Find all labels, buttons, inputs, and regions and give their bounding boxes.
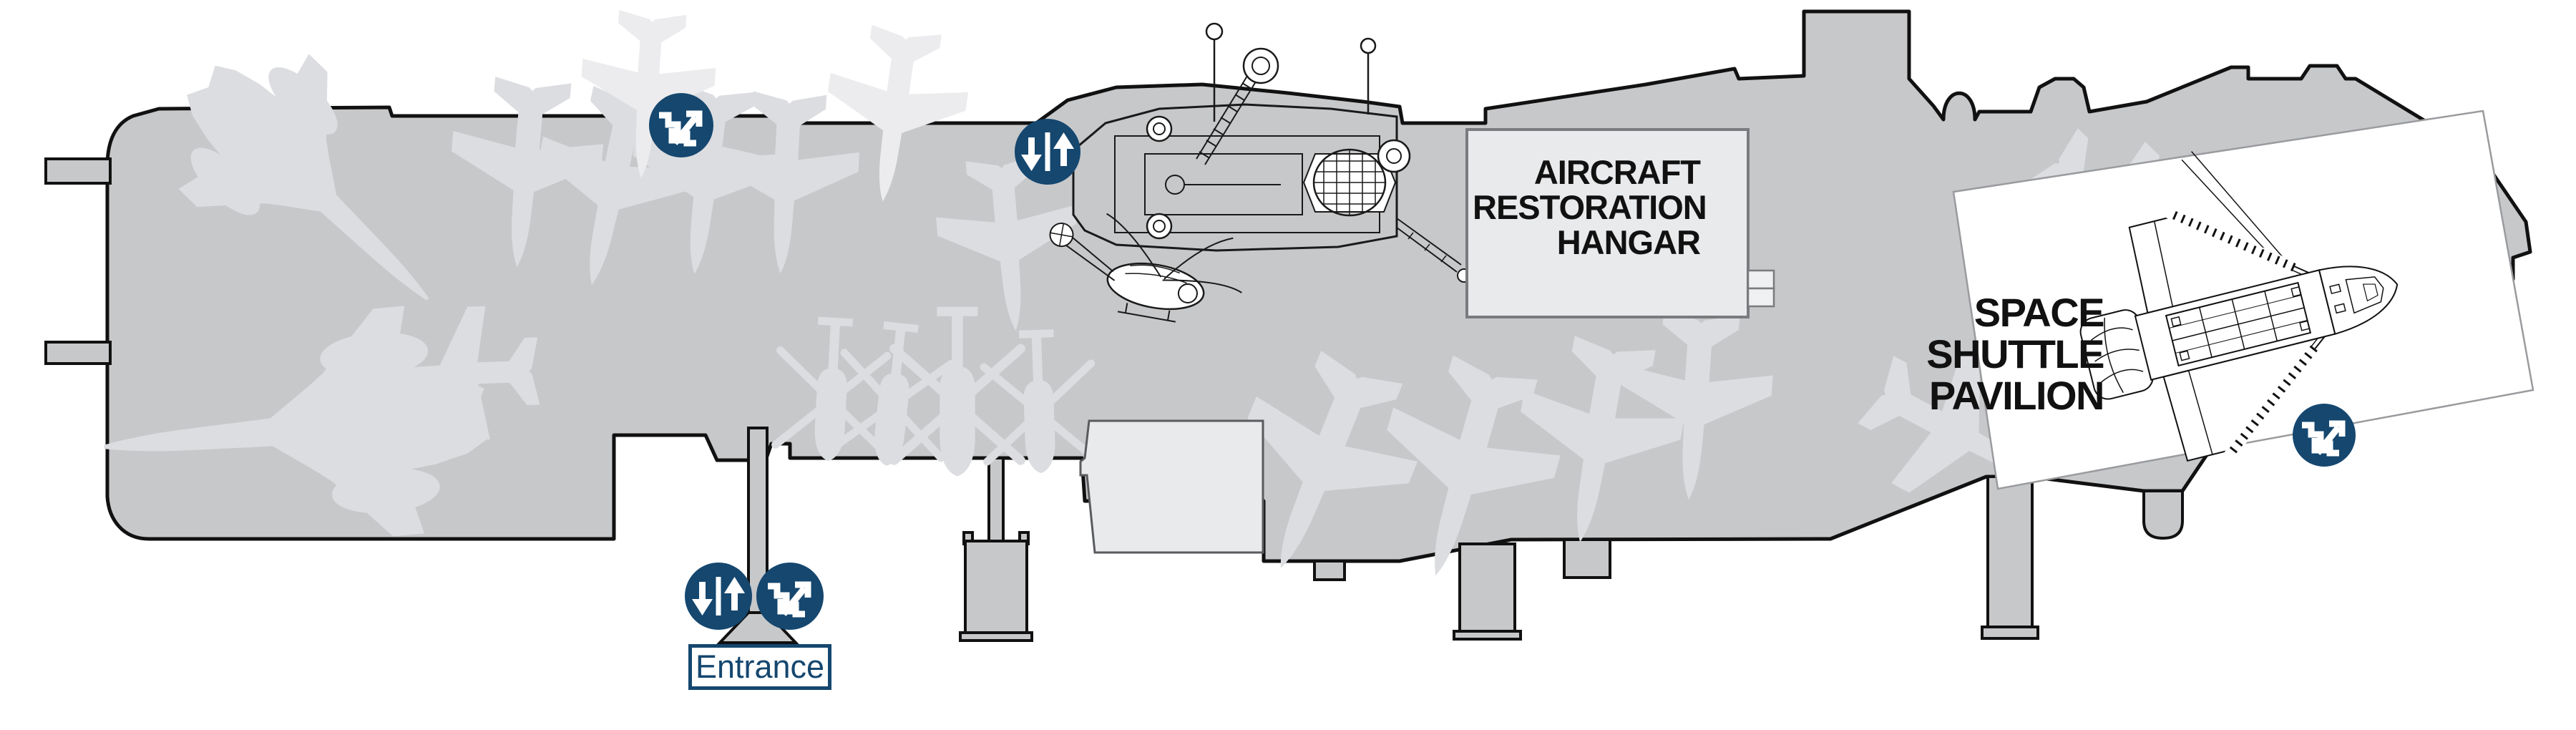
elevator-icon[interactable] (1015, 119, 1080, 185)
hangar-label: AIRCRAFT RESTORATION HANGAR (1473, 153, 1707, 261)
pier (1981, 475, 2039, 640)
island-drawing (1049, 22, 1471, 323)
pier-round (2142, 490, 2184, 540)
helicopter-drawing (1049, 213, 1242, 323)
pavilion-area (1952, 110, 2534, 490)
pier (959, 457, 1033, 642)
pavilion-label: SPACE SHUTTLE PAVILION (1875, 292, 2104, 417)
stairs-icon[interactable] (649, 93, 713, 157)
entrance-label[interactable]: Entrance (688, 644, 831, 690)
hangar-label-line: AIRCRAFT (1533, 153, 1701, 191)
hangar-label-line: RESTORATION (1473, 188, 1707, 226)
map-icons (649, 93, 2356, 630)
hangar-door-icon (1747, 269, 1775, 308)
hangar-label-line: HANGAR (1556, 223, 1701, 261)
piers (716, 427, 2184, 644)
elevator-icon[interactable] (685, 563, 752, 630)
stairs-icon[interactable] (756, 563, 824, 630)
pier (1453, 542, 1522, 641)
pavilion-label-line: SPACE (1974, 290, 2105, 335)
pavilion-label-line: PAVILION (1928, 373, 2105, 418)
stern-sponson (44, 157, 112, 185)
pier-stub (1313, 560, 1346, 581)
pier-stub (1563, 538, 1611, 579)
stern-sponson (44, 341, 112, 365)
lower-building (1079, 419, 1264, 554)
entrance-label-text: Entrance (695, 648, 825, 685)
stairs-icon[interactable] (2293, 404, 2356, 467)
hangar-box (1465, 128, 1775, 318)
pavilion-label-line: SHUTTLE (1926, 331, 2104, 376)
space-shuttle-drawing (2079, 151, 2399, 462)
